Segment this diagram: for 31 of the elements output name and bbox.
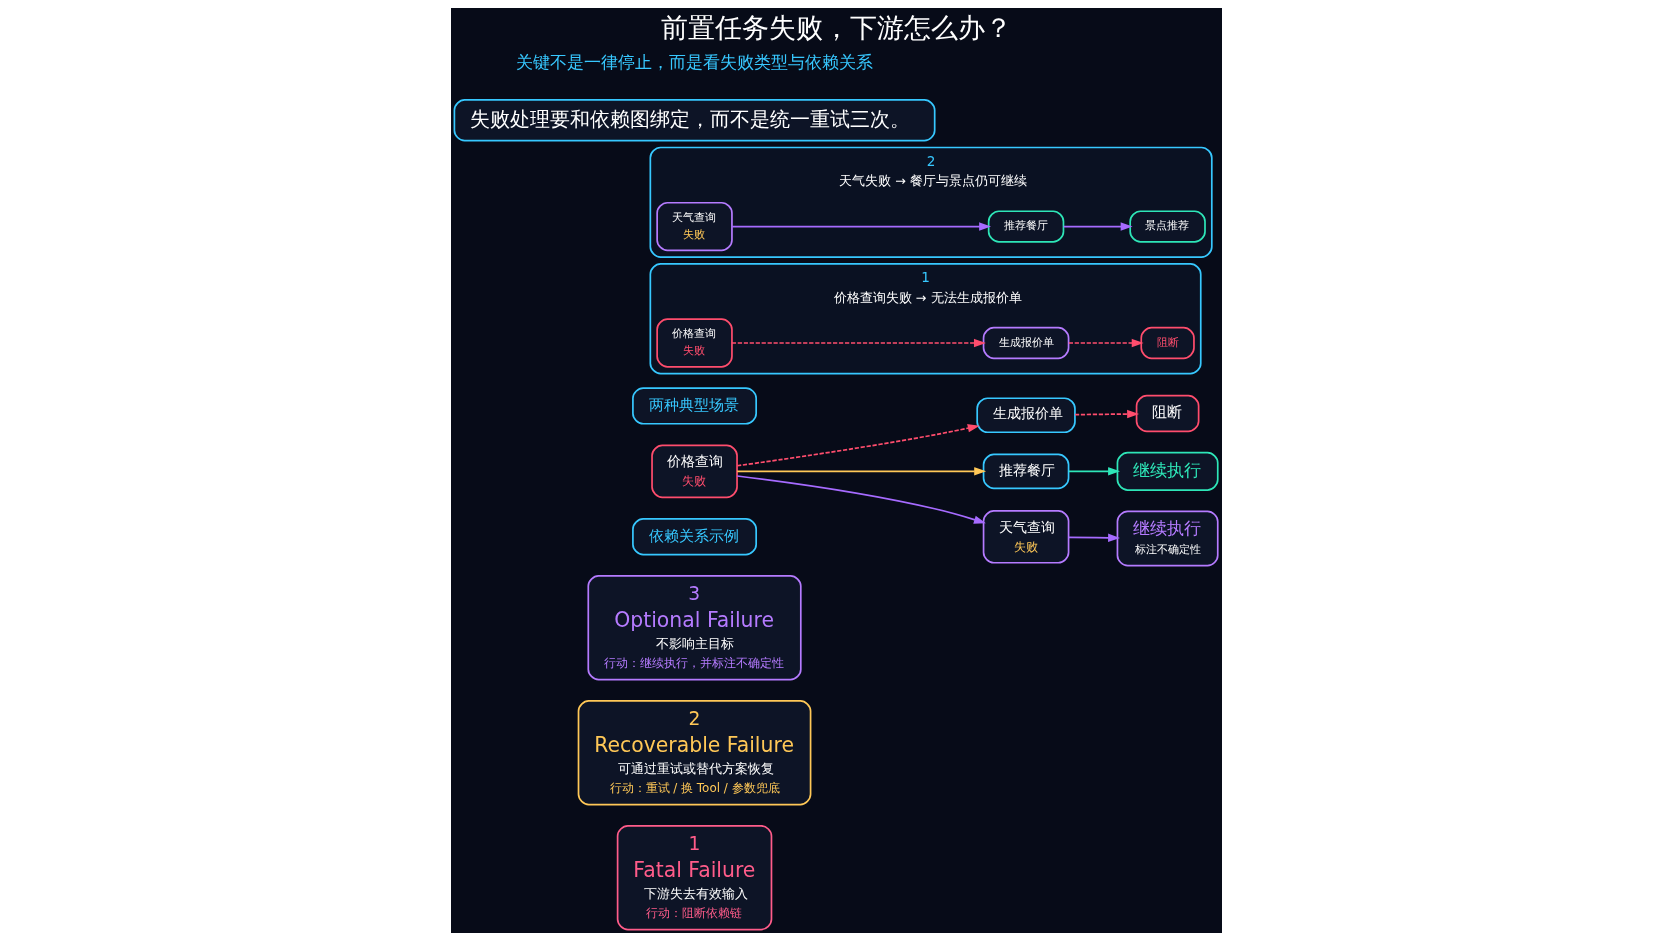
node-box: 推荐餐厅 — [982, 453, 1069, 490]
arrow — [1067, 533, 1120, 542]
arrow — [735, 475, 986, 524]
node-box: 阻断 — [1139, 326, 1195, 360]
arrow — [1062, 222, 1133, 231]
node-box: 价格查询 失败 — [650, 444, 738, 499]
diagram-title: 前置任务失败，下游怎么办？ — [660, 11, 1012, 43]
node-box: 继续执行 标注不确定性 — [1116, 510, 1219, 567]
arrow — [1073, 409, 1139, 419]
node-box: 价格查询 失败 — [655, 318, 733, 368]
node-box: 推荐餐厅 — [987, 210, 1064, 243]
node-box: 依赖关系示例 — [631, 518, 757, 556]
node-box: 1 Fatal Failure 下游失去有效输入 行动：阻断依赖链 — [616, 824, 772, 931]
arrow — [730, 338, 986, 348]
arrow — [735, 467, 986, 476]
node-box: 天气查询 失败 — [982, 510, 1069, 564]
node-box: 生成报价单 — [975, 397, 1076, 434]
node-box: 继续执行 — [1116, 451, 1219, 491]
node-box: 景点推荐 — [1128, 210, 1206, 243]
label: 关键不是一律停止，而是看失败类型与依赖关系 — [515, 51, 873, 72]
arrow — [1067, 338, 1144, 348]
node-box: 阻断 — [1135, 394, 1199, 433]
node-box: 天气查询 失败 — [655, 201, 733, 252]
node-box: 两种典型场景 — [631, 387, 757, 425]
node-box: 失败处理要和依赖图绑定，而不是统一重试三次。 — [453, 99, 936, 142]
arrow — [735, 424, 980, 467]
node-box: 3 Optional Failure 不影响主目标 行动：继续执行，并标注不确定性 — [586, 575, 802, 681]
arrow — [730, 222, 991, 231]
node-box: 2 Recoverable Failure 可通过重试或替代方案恢复 行动：重试 / 换 Tool / 参数兜底 — [577, 700, 811, 806]
node-box: 生成报价单 — [982, 326, 1069, 360]
arrow — [1067, 467, 1120, 476]
